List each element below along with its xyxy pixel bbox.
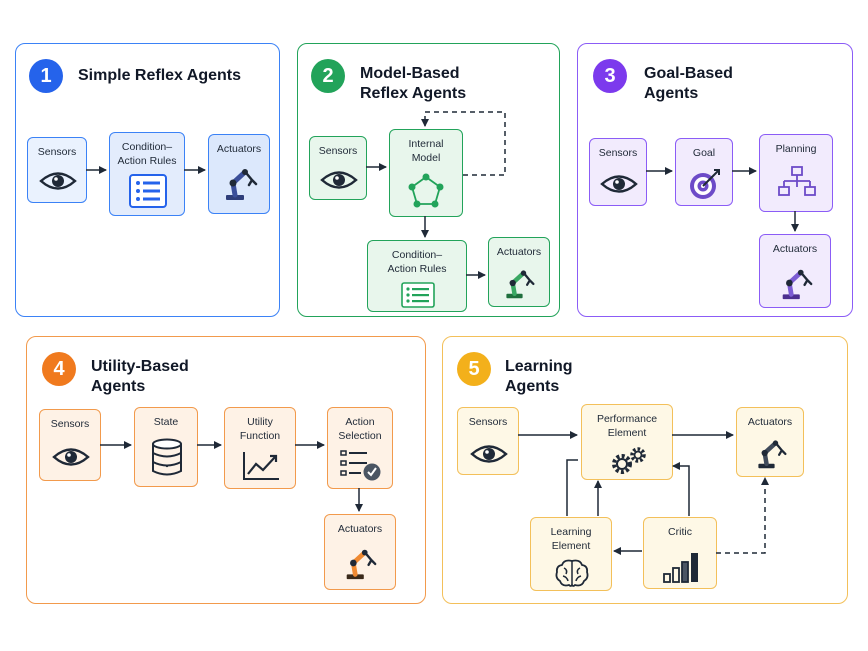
rules-label-1: Condition– (391, 249, 443, 261)
rules-label-2: Action Rules (117, 155, 177, 167)
goal-label: Goal (692, 147, 716, 159)
bar-chart-icon (663, 553, 698, 583)
title-line-1: Goal-Based (644, 65, 733, 82)
actuators-node: Actuators (324, 514, 396, 590)
sensors-node: Sensors (589, 138, 647, 206)
title-line-1: Learning (505, 358, 573, 375)
sensors-label: Sensors (598, 147, 638, 159)
title-line-1: Model-Based (360, 65, 460, 82)
step-number-3: 3 (593, 59, 627, 93)
panel-goal-based: 3 Goal-Based Agents Sensors Goal Plannin… (577, 43, 853, 317)
learning-element-node: Learning Element (530, 517, 612, 591)
actuators-node: Actuators (736, 407, 804, 477)
eye-icon (470, 445, 508, 463)
actuators-node: Actuators (488, 237, 550, 307)
title-line-2: Agents (91, 378, 146, 395)
sensors-label: Sensors (37, 146, 77, 158)
actuators-node: Actuators (208, 134, 270, 214)
actuators-label: Actuators (337, 523, 383, 535)
utility-label-2: Function (239, 430, 281, 442)
state-node: State (134, 407, 198, 487)
robot-arm-icon (506, 270, 535, 299)
model-label-2: Model (411, 152, 441, 164)
goal-node: Goal (675, 138, 733, 206)
panel-title: Utility-Based Agents (91, 357, 189, 397)
line-chart-icon (243, 452, 279, 480)
state-label: State (153, 416, 179, 428)
flowchart-icon (778, 166, 816, 196)
sensors-node: Sensors (27, 137, 87, 203)
utility-function-node: Utility Function (224, 407, 296, 489)
sensors-label: Sensors (318, 145, 358, 157)
action-label-1: Action (345, 416, 375, 428)
title-line-1: Utility-Based (91, 358, 189, 375)
eye-icon (320, 171, 358, 189)
robot-arm-icon (782, 269, 813, 300)
planning-node: Planning (759, 134, 833, 212)
condition-action-rules-node: Condition– Action Rules (109, 132, 185, 216)
performance-element-node: Performance Element (581, 404, 673, 480)
panel-title: Learning Agents (505, 357, 573, 397)
rules-label-1: Condition– (121, 141, 173, 153)
action-label-2: Selection (338, 430, 382, 442)
robot-arm-icon (346, 549, 377, 580)
sensors-node: Sensors (39, 409, 101, 481)
title-line-2: Agents (505, 378, 560, 395)
robot-arm-icon (758, 440, 787, 469)
internal-model-node: Internal Model (389, 129, 463, 217)
perf-label-1: Performance (596, 413, 658, 425)
panel-title: Model-Based Reflex Agents (360, 64, 466, 104)
sensors-node: Sensors (309, 136, 367, 200)
panel-title: Goal-Based Agents (644, 64, 733, 104)
network-icon (408, 173, 444, 208)
title-line-2: Agents (644, 85, 699, 102)
step-number-2: 2 (311, 59, 345, 93)
sensors-node: Sensors (457, 407, 519, 475)
learning-label-1: Learning (550, 526, 592, 538)
learning-label-2: Element (551, 540, 591, 552)
perf-label-2: Element (607, 427, 647, 439)
list-icon (401, 282, 435, 308)
title-line-2: Reflex Agents (360, 85, 467, 102)
actuators-label: Actuators (216, 143, 262, 155)
utility-label-1: Utility (247, 416, 273, 428)
panel-title: Simple Reflex Agents (78, 67, 242, 84)
planning-label: Planning (775, 143, 817, 155)
step-number-5: 5 (457, 352, 491, 386)
brain-icon (555, 559, 589, 587)
sensors-label: Sensors (468, 416, 508, 428)
critic-node: Critic (643, 517, 717, 589)
actuators-node: Actuators (759, 234, 831, 308)
sensors-label: Sensors (50, 418, 90, 430)
actuators-label: Actuators (496, 246, 542, 258)
robot-arm-icon (226, 169, 258, 200)
checklist-icon (340, 450, 381, 481)
database-icon (152, 438, 182, 476)
critic-label: Critic (668, 526, 692, 538)
panel-model-based-reflex: 2 Model-Based Reflex Agents Sensors Inte… (297, 43, 560, 317)
eye-icon (39, 172, 77, 190)
actuators-label: Actuators (772, 243, 818, 255)
list-icon (129, 174, 167, 208)
condition-action-rules-node: Condition– Action Rules (367, 240, 467, 312)
eye-icon (600, 175, 638, 193)
target-icon (690, 169, 720, 199)
panel-simple-reflex: 1 Simple Reflex Agents Sensors Condition… (15, 43, 280, 317)
step-number-1: 1 (29, 59, 63, 93)
model-label-1: Internal (408, 138, 444, 150)
actuators-label: Actuators (747, 416, 793, 428)
panel-utility-based: 4 Utility-Based Agents Sensors State Uti… (26, 336, 426, 604)
step-number-4: 4 (42, 352, 76, 386)
gears-icon (612, 447, 646, 474)
panel-learning: 5 Learning Agents Sensors Performance El… (442, 336, 848, 604)
rules-label-2: Action Rules (387, 263, 447, 275)
eye-icon (52, 448, 90, 466)
action-selection-node: Action Selection (327, 407, 393, 489)
